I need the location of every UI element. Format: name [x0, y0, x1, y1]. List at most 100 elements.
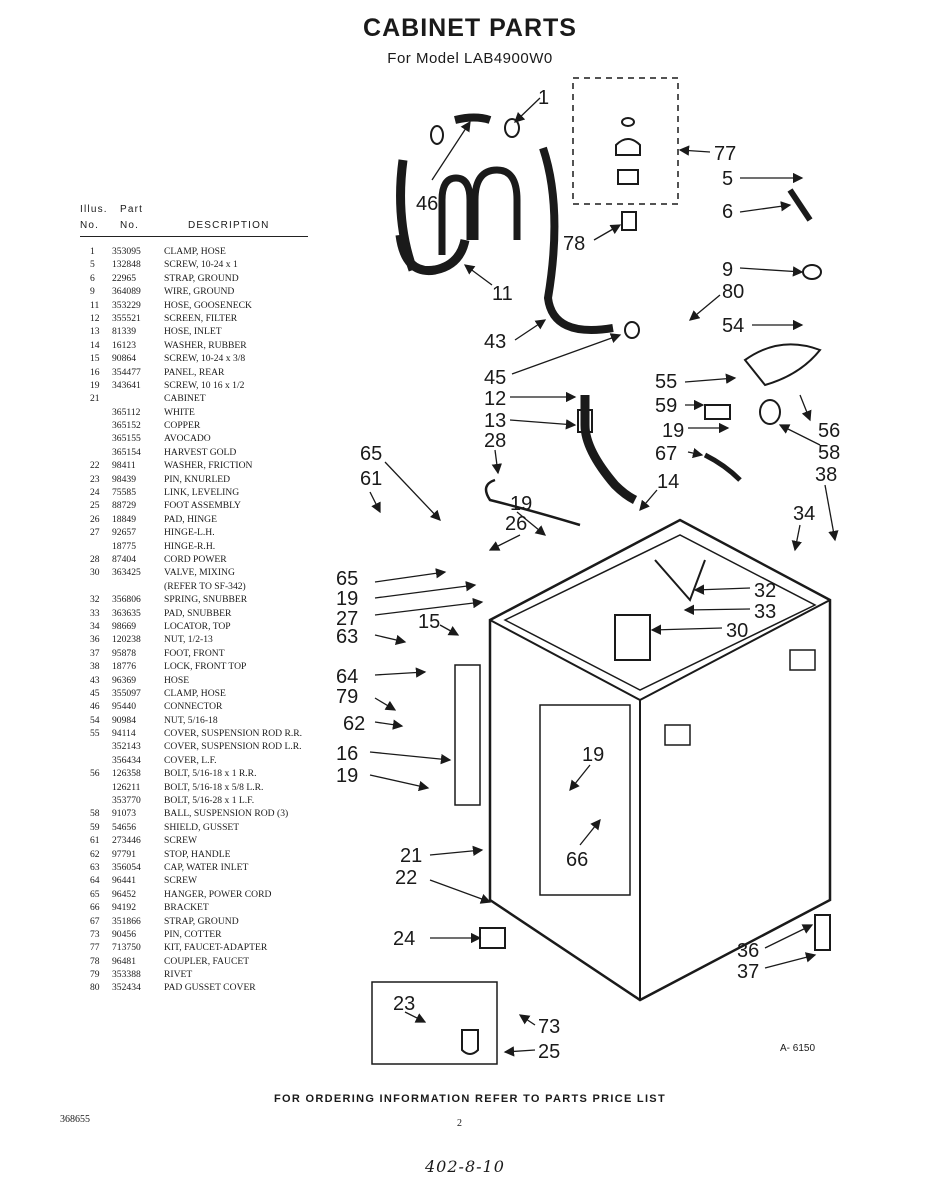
callout-64: 64: [336, 666, 358, 688]
part-no: 94114: [112, 728, 136, 740]
illus-no: 25: [90, 500, 100, 512]
part-no: 353770: [112, 795, 141, 807]
callout-16: 16: [336, 743, 358, 765]
model-subtitle: For Model LAB4900W0: [387, 50, 553, 67]
part-description: CLAMP, HOSE: [164, 246, 226, 257]
part-description: BOLT, 5/16-28 x 1 L.F.: [164, 795, 255, 807]
table-row: 353770 BOLT, 5/16-28 x 1 L.F.: [80, 794, 320, 807]
part-description: HANGER, POWER CORD: [164, 888, 272, 900]
part-description: NUT, 1/2-13: [164, 634, 213, 646]
table-row: 21 CABINET: [80, 392, 320, 405]
ordering-footer: FOR ORDERING INFORMATION REFER TO PARTS …: [274, 1093, 666, 1105]
illus-no: 54: [90, 714, 100, 726]
part-description: NUT, 5/16-18: [164, 714, 218, 726]
callout-19: 19: [510, 493, 532, 515]
adapter-body: [615, 138, 641, 156]
callout-80: 80: [722, 281, 744, 303]
part-no: 356054: [112, 861, 141, 873]
part-no: 365155: [112, 433, 141, 445]
part-no: 96452: [112, 888, 136, 900]
part-description: CABINET: [164, 393, 206, 405]
part-description: HINGE-L.H.: [164, 527, 215, 539]
illus-no: 73: [90, 928, 100, 940]
callout-56: 56: [818, 420, 840, 442]
part-description: BALL, SUSPENSION ROD (3): [164, 808, 289, 820]
illus-no: [80, 781, 102, 794]
part-no: 95440: [112, 701, 136, 713]
illus-no: 9: [90, 286, 95, 298]
illus-no: [80, 419, 102, 432]
callout-58: 58: [818, 442, 840, 464]
part-no: 365152: [112, 420, 141, 432]
callout-12: 12: [484, 388, 506, 410]
illus-no: [80, 446, 102, 459]
callout-45: 45: [484, 367, 506, 389]
part-description: WASHER, FRICTION: [164, 460, 253, 472]
illus-no: 14: [90, 339, 100, 351]
part-no: 88729: [112, 500, 136, 512]
part-description: BOLT, 5/16-18 x 1 R.R.: [164, 768, 257, 780]
part-description: SCREW, 10 16 x 1/2: [164, 379, 245, 391]
callout-79: 79: [336, 686, 358, 708]
part-no: 95878: [112, 647, 136, 659]
callout-21: 21: [400, 845, 422, 867]
callout-65: 65: [360, 443, 382, 465]
power-cord: [484, 478, 581, 527]
part-no: 90456: [112, 928, 136, 940]
callout-28: 28: [484, 430, 506, 452]
callout-62: 62: [343, 713, 365, 735]
part-description: HOSE, GOOSENECK: [164, 299, 252, 311]
callout-5: 5: [722, 168, 733, 190]
illus-no: 6: [90, 272, 95, 284]
part-no: 126211: [112, 781, 141, 793]
part-description: PAD GUSSET COVER: [164, 982, 256, 994]
part-no: 18849: [112, 513, 136, 525]
part-description: SCREW: [164, 875, 198, 887]
illus-no: 37: [90, 647, 100, 659]
part-no: 132848: [112, 259, 141, 271]
illus-no: 26: [90, 513, 100, 525]
part-no: 81339: [112, 326, 136, 338]
illus-no: 62: [90, 848, 100, 860]
part-no: 87404: [112, 553, 136, 565]
part-description: COVER, SUSPENSION ROD R.R.: [164, 728, 303, 740]
illus-no: 67: [90, 915, 100, 927]
illus-no: 38: [90, 661, 100, 673]
callout-66: 66: [566, 849, 588, 871]
part-no: 273446: [112, 835, 141, 847]
callout-55: 55: [655, 371, 677, 393]
hose-u-bottom: [395, 234, 470, 276]
part-description: BOLT, 5/16-18 x 5/8 L.R.: [164, 781, 264, 793]
illus-no: 61: [90, 835, 100, 847]
part-description: CLAMP, HOSE: [164, 687, 226, 699]
part-description: CAP, WATER INLET: [164, 861, 249, 873]
callout-73: 73: [538, 1016, 560, 1038]
callout-14: 14: [657, 471, 679, 493]
callout-78: 78: [563, 233, 585, 255]
part-no: 352143: [112, 741, 141, 753]
snubber-spring: [654, 559, 706, 602]
illus-no: [80, 794, 102, 807]
illus-no: 21: [90, 393, 100, 405]
part-description: HINGE-R.H.: [164, 540, 216, 552]
callout-43: 43: [484, 331, 506, 353]
part-no: [102, 580, 154, 593]
adapter-washer: [621, 117, 635, 127]
